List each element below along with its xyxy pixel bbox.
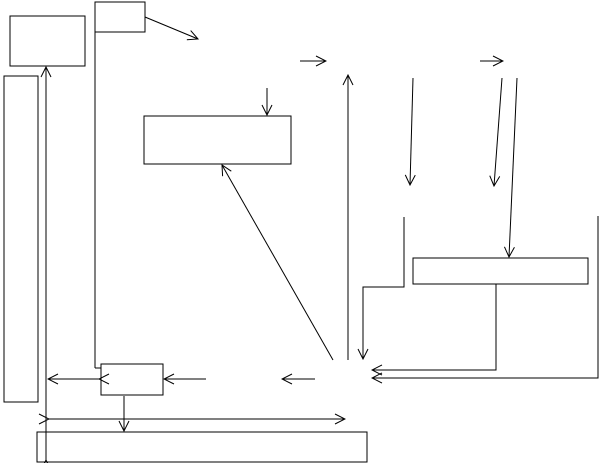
box-bottom-wide	[36, 431, 368, 463]
arrow-stepped-down	[363, 217, 405, 359]
box-bottom-small	[100, 363, 164, 396]
box-right-middle	[412, 257, 589, 285]
arrow-far-right-return	[372, 216, 599, 378]
arrow-down-right-1	[410, 77, 413, 185]
box-top-small	[94, 1, 146, 33]
arrow-top-small-diagonal	[144, 16, 198, 39]
arrow-diagonal-to-center-box	[222, 165, 334, 361]
box-center-upper	[143, 115, 292, 165]
arrow-down-right-2	[494, 77, 503, 186]
arrow-into-right-box	[509, 77, 518, 257]
box-top-left	[9, 15, 86, 67]
box-left-tall	[3, 75, 39, 403]
arrow-right-box-return	[372, 284, 497, 370]
